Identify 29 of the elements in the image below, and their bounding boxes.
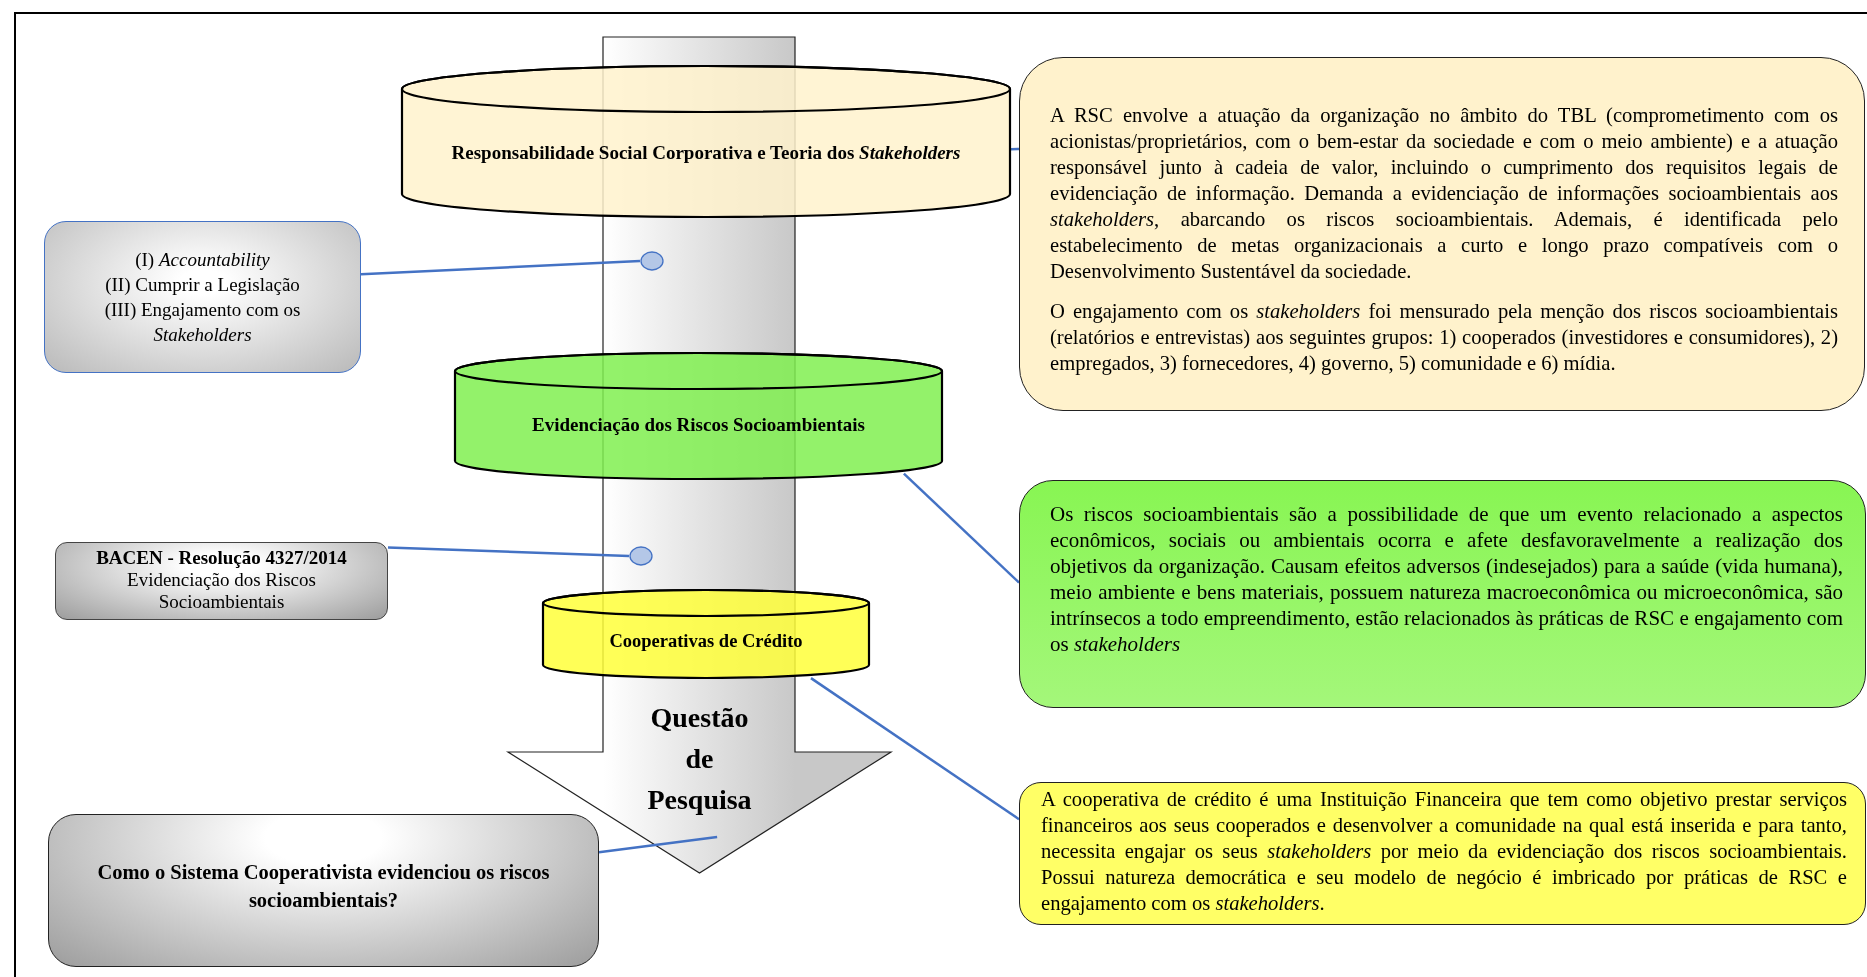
card-text: Como o Sistema Cooperativista evidenciou os riscos socioambientais? — [96, 859, 551, 913]
paragraph: A cooperativa de crédito é uma Instituição Financeira que tem como objetivo prestar serviços financeiros aos seus cooperados e desenvolver a comunidade na qual está inserida e para tanto, necessita engajar os seus stakeholders por meio da evidenciação dos riscos socioambientais. Possui natureza democrática e seu modelo de negócio é imbricado por práticas de RSC e engajamento com os stakeholders. — [1041, 786, 1847, 916]
text-card — [55, 542, 388, 620]
band-title: Responsabilidade Social Corporativa e Teoria dos Stakeholders — [451, 142, 961, 165]
circle-marker — [640, 251, 664, 271]
card-text: Evidenciação dos Riscos Socioambientais — [126, 569, 317, 613]
connector-line — [1011, 147, 1019, 151]
card-text: (II) Cumprir a Legislação — [104, 273, 301, 297]
paragraph: A RSC envolve a atuação da organização no âmbito do TBL (comprometimento com os acionistas/proprietários, com o bem-estar da sociedade e com o meio ambiente) e a atuação responsável junto à cadeia de valor, incluindo o cumprimento dos requisitos legais de evidenciação de informação. Demanda a evidenciação de informações socioambientais aos stakeholders, abarcando os riscos socioambientais. Ademais, é identificada pelo estabelecimento de metas organizacionais a curto e longo prazo compatíveis com o Desenvolvimento Sustentável da sociedade. — [1050, 103, 1838, 284]
band-title: Evidenciação dos Riscos Socioambientais — [531, 414, 866, 437]
circle-marker — [629, 546, 653, 566]
text-card — [1019, 480, 1866, 708]
arrow-label: Questão de Pesquisa — [646, 701, 753, 817]
card-text: (I) Accountability — [134, 248, 271, 272]
text-card — [1019, 57, 1865, 411]
card-text: (III) Engajamento com os Stakeholders — [103, 298, 302, 347]
connector-line — [387, 546, 630, 558]
cylinder-band — [401, 65, 1011, 218]
paragraph: O engajamento com os stakeholders foi mensurado pela menção dos riscos socioambientais (relatórios e entrevistas) aos seguintes grupos: 1) cooperados (investidores e consumidores), 2) empregados, 3) fornecedores, 4) governo, 5) comunidade e 6) mídia. — [1050, 299, 1838, 376]
text-card — [44, 221, 361, 373]
paragraph: Os riscos socioambientais são a possibilidade de que um evento relacionado a aspectos econômicos, sociais ou ambientais ocorra e afete desfavoravelmente a realização dos objetivos da organização. Causam efeitos adversos (indesejados) para a saúde (vida humana), meio ambiente e bens materiais, possuem natureza macroeconômica ou microeconômica, são intrínsecos a todo empreendimento, estão relacionados às práticas de RSC e engajamento com os stakeholders — [1050, 501, 1843, 657]
connector-line — [360, 259, 641, 276]
card-text: BACEN - Resolução 4327/2014 — [96, 547, 347, 569]
cylinder-band — [454, 352, 943, 480]
band-title: Cooperativas de Crédito — [609, 629, 803, 653]
connector-line — [810, 677, 1020, 821]
connector-line — [903, 472, 1020, 584]
question-card — [48, 814, 599, 967]
connector-line — [598, 835, 718, 854]
